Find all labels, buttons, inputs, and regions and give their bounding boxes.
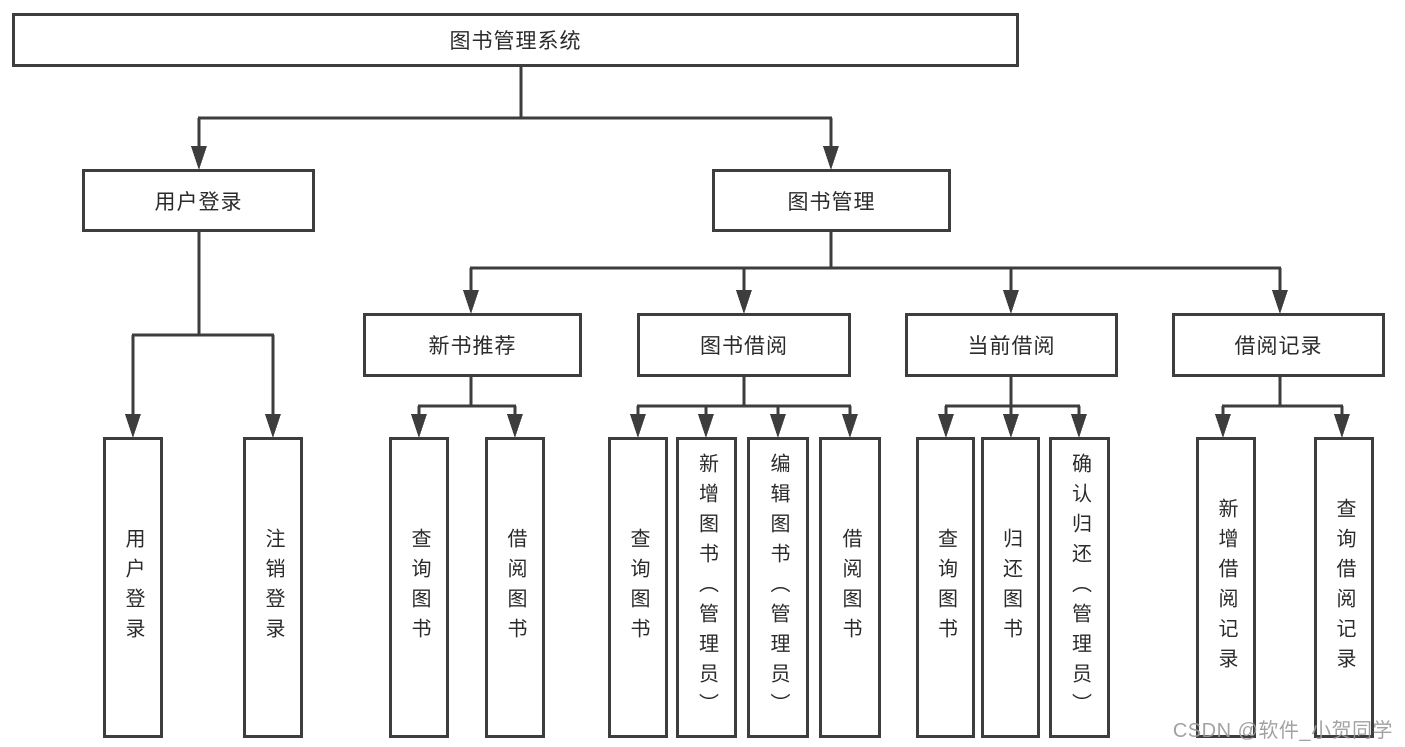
node-current-borrow: 当前借阅 bbox=[905, 313, 1118, 377]
watermark: CSDN @软件_小贺同学 bbox=[1172, 720, 1393, 742]
leaf-borrow-books: 借阅图书 bbox=[819, 437, 881, 738]
leaf-borrow-books-recommend: 借阅图书 bbox=[485, 437, 545, 738]
node-borrow-records: 借阅记录 bbox=[1172, 313, 1385, 377]
leaf-return-book: 归还图书 bbox=[981, 437, 1040, 738]
leaf-query-books-current: 查询图书 bbox=[916, 437, 975, 738]
node-library-system-root: 图书管理系统 bbox=[12, 13, 1019, 67]
leaf-edit-book-admin: 编辑图书（管理员） bbox=[747, 437, 809, 738]
leaf-user-login: 用户登录 bbox=[103, 437, 163, 738]
node-user-login: 用户登录 bbox=[82, 169, 315, 232]
leaf-query-books-borrow: 查询图书 bbox=[608, 437, 668, 738]
leaf-logout: 注销登录 bbox=[243, 437, 303, 738]
node-new-book-recommend: 新书推荐 bbox=[363, 313, 582, 377]
leaf-add-book-admin: 新增图书（管理员） bbox=[676, 437, 737, 738]
leaf-query-borrow-record: 查询借阅记录 bbox=[1314, 437, 1374, 738]
leaf-confirm-return-admin: 确认归还（管理员） bbox=[1049, 437, 1110, 738]
node-book-borrow: 图书借阅 bbox=[637, 313, 851, 377]
leaf-query-books-recommend: 查询图书 bbox=[389, 437, 449, 738]
node-book-management: 图书管理 bbox=[712, 169, 951, 232]
leaf-add-borrow-record: 新增借阅记录 bbox=[1196, 437, 1256, 738]
